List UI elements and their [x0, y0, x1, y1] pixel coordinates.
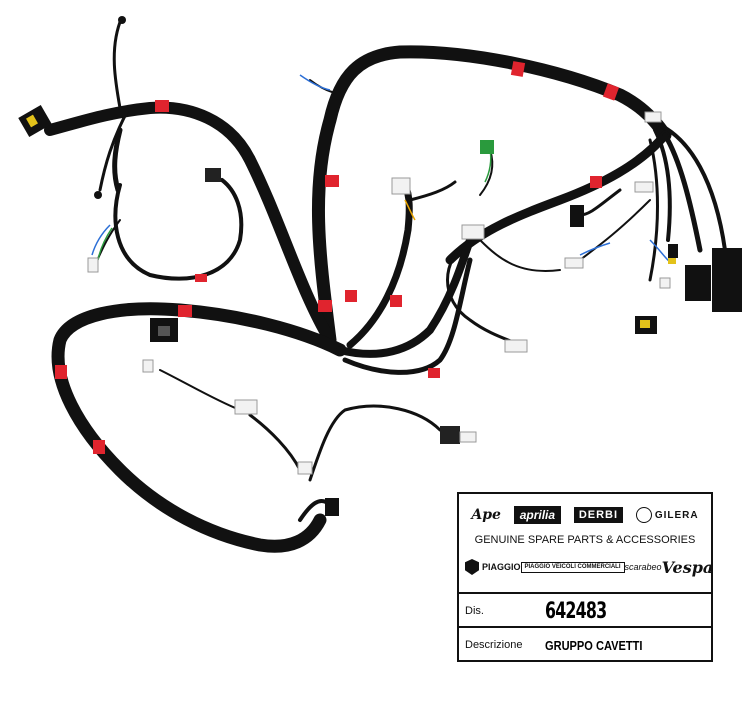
ape-logo: Ape — [471, 507, 501, 523]
brand-logos-row-2: PIAGGIO PIAGGIO VEICOLI COMMERCIALI scar… — [459, 552, 714, 582]
aprilia-logo: aprilia — [513, 506, 562, 524]
part-number-label: Dis. — [465, 605, 484, 617]
part-number-value: 642483 — [545, 598, 607, 624]
scarabeo-logo: scarabeo — [624, 562, 662, 572]
vespa-logo: Vespa — [661, 557, 714, 577]
gilera-logo: GILERA — [635, 507, 699, 523]
description-row: Descrizione GRUPPO CAVETTI — [459, 626, 711, 662]
piaggio-veicoli-commerciali-logo: PIAGGIO VEICOLI COMMERCIALI — [520, 561, 625, 573]
description-label: Descrizione — [465, 639, 523, 651]
piaggio-shield-icon — [465, 559, 479, 575]
description-value: GRUPPO CAVETTI — [545, 637, 643, 653]
label-tagline: GENUINE SPARE PARTS & ACCESSORIES — [474, 534, 696, 546]
piaggio-logo: PIAGGIO — [465, 559, 521, 575]
gilera-emblem-icon — [635, 507, 652, 523]
piaggio-wordmark: PIAGGIO — [482, 562, 521, 572]
part-number-row: Dis. 642483 — [459, 592, 711, 628]
brand-logos-row-1: Ape aprilia DERBI GILERA — [459, 500, 711, 530]
product-label: Ape aprilia DERBI GILERA GENUINE SPARE P… — [457, 492, 713, 662]
gilera-wordmark: GILERA — [654, 509, 699, 521]
derbi-logo: DERBI — [573, 507, 624, 523]
